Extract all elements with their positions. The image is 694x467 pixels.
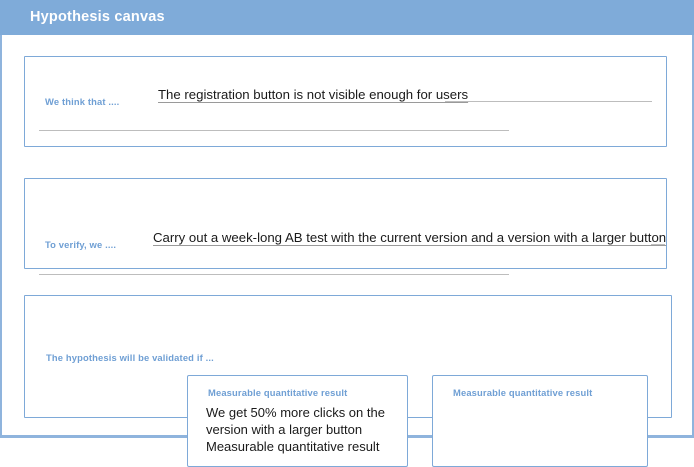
- page-title: Hypothesis canvas: [30, 9, 165, 25]
- section-we-think-that[interactable]: We think that .... The registration butt…: [24, 56, 667, 147]
- writing-rule-line: [39, 130, 509, 131]
- section-label-to-verify-we: To verify, we ....: [45, 239, 117, 250]
- writing-rule-line: [445, 101, 652, 102]
- page-header: Hypothesis canvas: [0, 0, 694, 35]
- writing-rule-line: [651, 244, 665, 245]
- measurable-result-card-1-label: Measurable quantitative result: [208, 387, 348, 398]
- answer-to-verify-we[interactable]: Carry out a week-long AB test with the c…: [153, 230, 667, 245]
- measurable-result-card-1[interactable]: Measurable quantitative result We get 50…: [187, 375, 408, 467]
- section-to-verify-we[interactable]: To verify, we .... Carry out a week-long…: [24, 178, 667, 275]
- measurable-result-card-1-body[interactable]: We get 50% more clicks on the version wi…: [206, 405, 385, 454]
- canvas-body: We think that .... The registration butt…: [2, 35, 692, 467]
- measurable-result-card-2[interactable]: Measurable quantitative result: [432, 375, 648, 467]
- answer-we-think-that[interactable]: The registration button is not visible e…: [158, 87, 469, 102]
- section-label-we-think-that: We think that ....: [45, 96, 120, 107]
- measurable-result-card-2-label: Measurable quantitative result: [453, 387, 593, 398]
- section-label-hypothesis-validated-if: The hypothesis will be validated if ...: [46, 352, 214, 363]
- writing-rule-line: [39, 274, 509, 275]
